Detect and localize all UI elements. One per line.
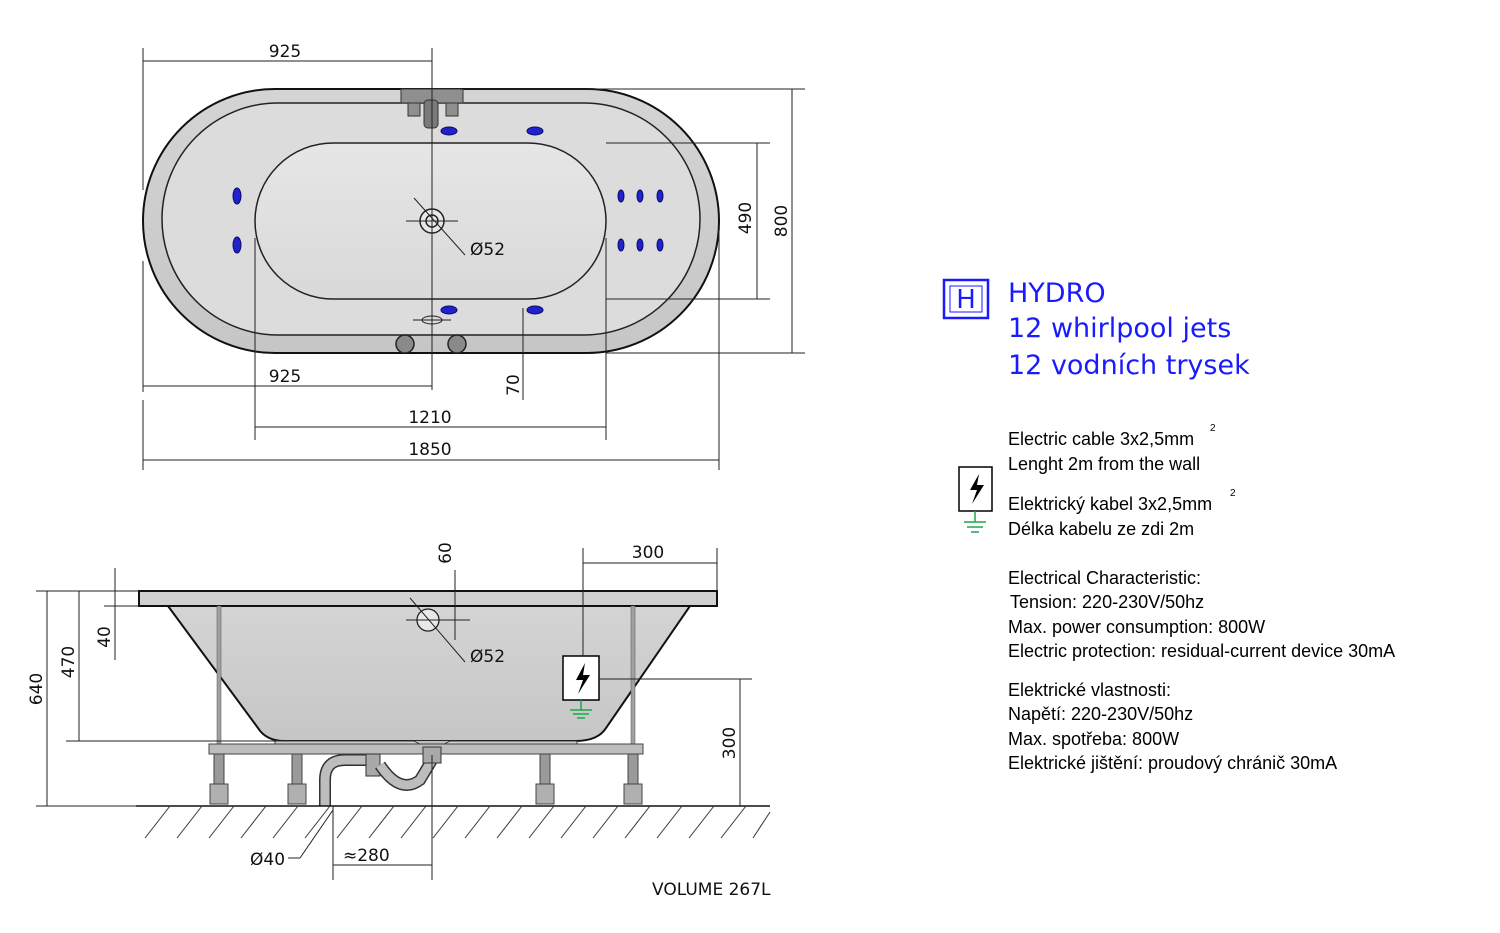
jet-icon [656,189,664,203]
dim-total-width: 800 [772,205,792,237]
dim-waste-distance: ≈280 [343,846,390,866]
leg-icon [287,753,307,805]
jet-icon [656,238,664,252]
jet-icon [440,305,458,315]
siphon-icon [319,746,442,806]
floor-hatching [144,805,771,839]
cable-en-sup: 2 [1210,423,1216,434]
electrical-info: Electric cable 3x2,5mm 2 Lenght 2m from … [958,423,1395,773]
dim-rim: 60 [436,542,456,564]
dim-pump-height: 300 [720,727,740,759]
faucet-icon [400,88,464,129]
electric-box-icon [958,466,993,533]
char-en-title: Electrical Characteristic: [1008,568,1201,588]
char-cz-tension: Napětí: 220-230V/50hz [1008,704,1193,724]
leg-icon [535,753,555,805]
char-en-power: Max. power consumption: 800W [1008,617,1265,637]
jet-icon [440,126,458,136]
length-en: Lenght 2m from the wall [1008,454,1200,474]
hydro-legend: H HYDRO 12 whirlpool jets 12 vodních try… [942,278,1250,381]
control-knob-icon [395,334,415,354]
electric-box-icon [562,655,600,719]
dim-panel-offset: 300 [632,543,664,563]
jet-icon [636,189,644,203]
cable-cz: Elektrický kabel 3x2,5mm [1008,494,1212,514]
dim-depth: 470 [59,646,79,678]
hydro-title: HYDRO [1008,278,1106,309]
tub-rim-profile [138,590,718,607]
cable-en: Electric cable 3x2,5mm [1008,429,1194,449]
dim-total-length: 1850 [408,440,451,460]
char-en-protection: Electric protection: residual-current de… [1008,641,1395,661]
jet-icon [617,189,625,203]
jet-icon [526,305,544,315]
char-cz-title: Elektrické vlastnosti: [1008,680,1171,700]
leg-icon [209,753,229,805]
jet-icon [636,238,644,252]
leg-icon [623,753,643,805]
length-cz: Délka kabelu ze zdi 2m [1008,519,1194,539]
dim-inner-length: 1210 [408,408,451,428]
dim-total-height: 640 [27,673,47,705]
dim-drain-diameter: Ø52 [470,647,505,667]
cable-cz-sup: 2 [1230,488,1236,499]
dim-waste-diameter: Ø40 [250,850,285,870]
dim-half-length-bottom: 925 [269,367,301,387]
hydro-badge-letter: H [956,285,976,315]
volume-label: VOLUME 267L [652,880,771,900]
control-knob-icon [447,334,467,354]
dim-inner-width: 490 [736,202,756,234]
hydro-jets-cz: 12 vodních trysek [1008,350,1250,381]
char-en-tension: Tension: 220-230V/50hz [1010,592,1204,612]
jet-icon [617,238,625,252]
char-cz-power: Max. spotřeba: 800W [1008,729,1179,749]
drain-icon [406,597,470,663]
jet-icon [526,126,544,136]
dim-drain-diameter: Ø52 [470,240,505,260]
top-view: 925 925 1210 1850 490 800 70 Ø52 [142,42,805,470]
side-view: 60 300 40 470 640 Ø52 300 Ø40 ≈280 VOLUM… [27,542,771,900]
jet-icon [232,187,242,205]
dim-half-length-top: 925 [269,42,301,62]
jet-icon [232,236,242,254]
dim-edge: 40 [95,626,115,648]
dim-offset: 70 [504,374,524,396]
char-cz-protection: Elektrické jištění: proudový chránič 30m… [1008,753,1337,773]
hydro-jets-en: 12 whirlpool jets [1008,313,1231,344]
